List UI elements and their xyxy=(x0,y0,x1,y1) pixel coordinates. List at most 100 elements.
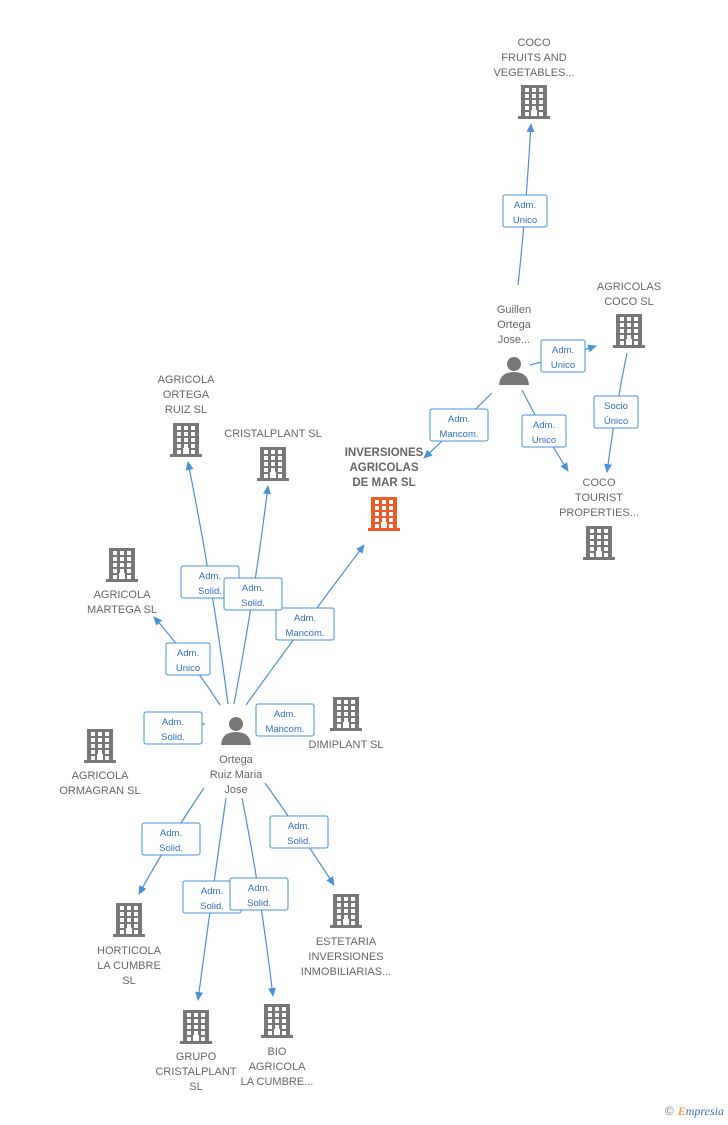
edge-label-text: Solid. xyxy=(247,898,271,909)
building-icon xyxy=(583,526,615,560)
node-label: COCO SL xyxy=(604,296,654,308)
node-label: COCO xyxy=(583,477,616,489)
edge-label-box xyxy=(502,194,548,228)
edge-label-box xyxy=(223,577,283,611)
edge-label-ortega-to-agricola_ormagran[interactable]: Adm. Solid. xyxy=(143,711,203,745)
node-label: VEGETABLES... xyxy=(493,67,574,79)
node-label: HORTICOLA xyxy=(97,945,162,957)
edge-label-ortega-to-cristalplant[interactable]: Adm. Solid. xyxy=(223,577,283,611)
node-label: AGRICOLA xyxy=(94,589,152,601)
building-icon xyxy=(84,729,116,763)
node-label: INVERSIONES xyxy=(308,951,383,963)
edge-label-ortega-to-dimiplant[interactable]: Adm. Mancom. xyxy=(255,703,315,737)
edge-label-text: Mancom. xyxy=(439,429,478,440)
edge-label-text: Mancom. xyxy=(265,724,304,735)
edge-label-box xyxy=(593,395,639,429)
node-cristalplant[interactable]: CRISTALPLANT SL xyxy=(224,428,322,481)
edge-label-ortega-to-agricola_martega[interactable]: Adm. Unico xyxy=(165,642,211,676)
edge-label-text: Adm. xyxy=(533,420,555,431)
node-label: ORTEGA xyxy=(163,389,210,401)
edge-label-text: Adm. xyxy=(162,717,184,728)
node-label: AGRICOLA xyxy=(249,1061,307,1073)
person-icon xyxy=(221,717,251,745)
node-label: RUIZ SL xyxy=(165,404,207,416)
node-agricola_ortega[interactable]: AGRICOLA ORTEGA RUIZ SL xyxy=(158,374,216,457)
node-label: MARTEGA SL xyxy=(87,604,157,616)
node-label: AGRICOLAS xyxy=(597,281,661,293)
edge-label-ortega-to-inversiones[interactable]: Adm. Mancom. xyxy=(275,607,335,641)
edge-label-ortega-to-horticola[interactable]: Adm.Solid. xyxy=(141,822,201,856)
building-icon xyxy=(106,548,138,582)
edge-label-ortega-to-estetaria[interactable]: Adm. Solid. xyxy=(269,815,329,849)
node-label: CRISTALPLANT SL xyxy=(224,428,321,440)
building-icon xyxy=(613,314,645,348)
edge-label-text: Adm. xyxy=(248,883,270,894)
edge-label-text: Solid. xyxy=(287,836,311,847)
edge-label-text: Adm. xyxy=(294,613,316,624)
edge-label-box xyxy=(141,822,201,856)
node-label: INMOBILIARIAS... xyxy=(301,966,391,978)
node-label: TOURIST xyxy=(575,492,623,504)
brand-name: mpresia xyxy=(685,1104,724,1118)
edge-label-text: Unico xyxy=(513,215,537,226)
node-label: Ortega xyxy=(497,319,532,331)
edge-label-guillen-to-coco_tourist[interactable]: Adm. Unico xyxy=(521,414,567,448)
node-label: Jose... xyxy=(498,334,530,346)
edge-label-text: Solid. xyxy=(159,843,183,854)
edge-label-ortega-to-grupo_cristalplant[interactable]: Adm.Solid. xyxy=(182,880,242,914)
edge-label-box xyxy=(269,815,329,849)
edge-label-text: Unico xyxy=(532,435,556,446)
edge-label-text: Socio xyxy=(604,401,628,412)
building-icon xyxy=(368,497,400,531)
node-agricolas_coco[interactable]: AGRICOLAS COCO SL xyxy=(597,281,661,348)
edge-label-guillen-to-coco_fruits[interactable]: Adm. Unico xyxy=(502,194,548,228)
node-label: ORMAGRAN SL xyxy=(59,785,140,797)
building-icon xyxy=(180,1010,212,1044)
building-icon xyxy=(518,85,550,119)
node-label: LA CUMBRE xyxy=(97,960,161,972)
edges-layer xyxy=(138,123,628,1001)
node-dimiplant[interactable]: DIMIPLANT SL xyxy=(309,697,384,751)
edge-label-text: Adm. xyxy=(201,886,223,897)
node-label: AGRICOLAS xyxy=(350,462,419,474)
node-agricola_martega[interactable]: AGRICOLA MARTEGA SL xyxy=(87,548,157,616)
node-label: LA CUMBRE... xyxy=(241,1076,314,1088)
node-label: GRUPO xyxy=(176,1051,217,1063)
edge-label-text: Adm. xyxy=(274,709,296,720)
edge-label-text: Solid. xyxy=(241,598,265,609)
edge-label-ortega-to-bio_agricola[interactable]: Adm. Solid. xyxy=(229,877,289,911)
node-label: COCO xyxy=(518,37,551,49)
node-label: CRISTALPLANT xyxy=(155,1066,236,1078)
edge-label-text: Solid. xyxy=(198,586,222,597)
node-coco_tourist[interactable]: COCOTOURISTPROPERTIES... xyxy=(559,477,639,560)
node-grupo_cristalplant[interactable]: GRUPO CRISTALPLANT SL xyxy=(155,1010,237,1093)
edge-label-text: Unico xyxy=(176,663,200,674)
edge-label-text: Adm. xyxy=(514,200,536,211)
node-label: SL xyxy=(189,1081,202,1093)
edge-label-text: Solid. xyxy=(161,732,185,743)
edge-label-guillen-to-inversiones[interactable]: Adm.Mancom. xyxy=(429,408,489,442)
node-label: BIO xyxy=(268,1046,287,1058)
edge-label-text: Mancom. xyxy=(285,628,324,639)
edge-label-text: Adm. xyxy=(177,648,199,659)
node-guillen[interactable]: GuillenOrtegaJose... xyxy=(497,304,532,385)
edge-label-box xyxy=(275,607,335,641)
building-icon xyxy=(257,447,289,481)
edge-label-text: Adm. xyxy=(288,821,310,832)
node-label: AGRICOLA xyxy=(158,374,216,386)
edge-label-text: Único xyxy=(604,416,628,427)
edge-label-guillen-to-agricolas_coco[interactable]: Adm.Unico xyxy=(540,339,586,373)
edge-label-box xyxy=(429,408,489,442)
node-estetaria[interactable]: ESTETARIAINVERSIONESINMOBILIARIAS... xyxy=(301,894,391,978)
building-icon xyxy=(261,1004,293,1038)
node-bio_agricola[interactable]: BIO AGRICOLA LA CUMBRE... xyxy=(241,1004,314,1088)
edge-label-text: Unico xyxy=(551,360,575,371)
edge-label-text: Adm. xyxy=(242,583,264,594)
